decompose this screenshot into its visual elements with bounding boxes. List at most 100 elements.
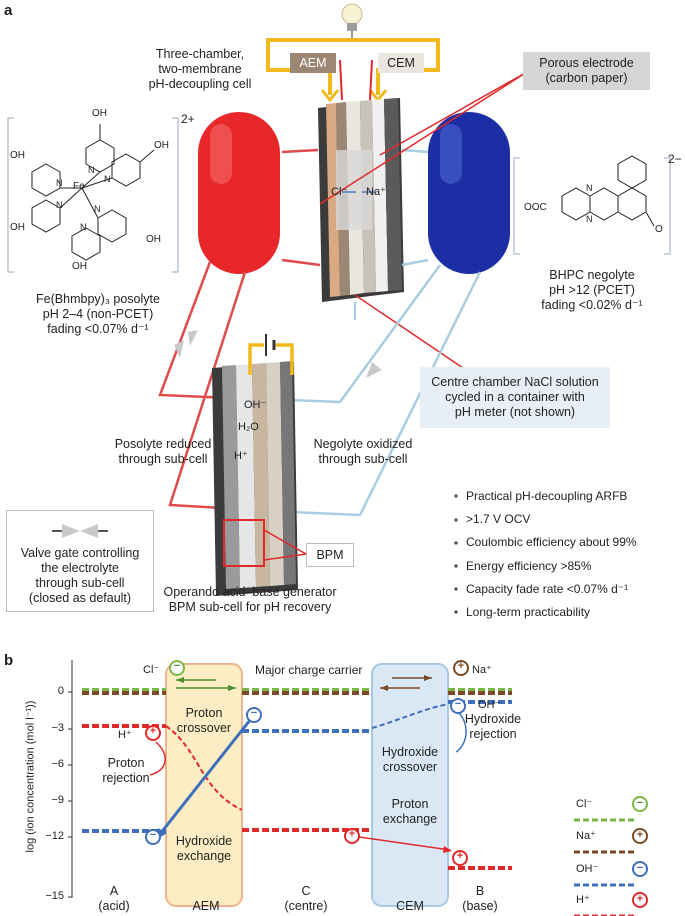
legend-oh: OH⁻	[576, 863, 599, 875]
posolyte-reduced-label: Posolyte reduced through sub-cell	[104, 437, 222, 467]
ion-markers	[145, 660, 469, 866]
generator-line: BPM sub-cell for pH recovery	[168, 600, 332, 614]
y-axis-label: log (ion concentration (mol l⁻¹))	[24, 700, 37, 853]
chem-n6: N	[80, 222, 87, 232]
chem-oh-bottom: OH	[72, 261, 87, 272]
panel-b-letter: b	[4, 652, 14, 669]
region-sub: (base)	[462, 899, 498, 913]
cl-ion-label: Cl⁻	[331, 186, 348, 198]
valve-icon	[174, 330, 382, 378]
region-aem: AEM	[192, 899, 220, 913]
main-cell-stack	[318, 98, 404, 302]
legend-sign-cl: −	[636, 797, 644, 809]
generator-line: Operando acid–base generator	[163, 585, 337, 599]
porous-electrode-label: Porous electrode (carbon paper)	[523, 52, 650, 90]
legend-sign-na: +	[636, 829, 644, 841]
hydroxide-crossover: Hydroxide crossover	[372, 745, 448, 775]
region-c: C (centre)	[276, 884, 336, 914]
feature-item: Long-term practicability	[466, 604, 591, 619]
hplus-label-chart: H⁺	[118, 729, 132, 741]
posolyte-line: Fe(Bhmbpy)₃ posolyte	[36, 292, 160, 306]
chem-n-neg2: N	[586, 214, 593, 224]
h2o-label: H₂O	[238, 421, 259, 433]
region-b: B (base)	[450, 884, 510, 914]
valve-line: (closed as default)	[28, 591, 132, 605]
centre-chamber-line: pH meter (not shown)	[454, 405, 576, 419]
hydroxide-rejection: Hydroxide rejection	[456, 712, 530, 742]
negolyte-oxidized-line: through sub-cell	[318, 452, 408, 466]
sign-h-c: +	[348, 828, 356, 840]
sign-h: +	[149, 725, 157, 737]
valve-line: the electrolyte	[41, 561, 119, 575]
negolyte-oxidized-label: Negolyte oxidized through sub-cell	[304, 437, 422, 467]
posolyte-tank	[198, 112, 280, 274]
centre-chamber-line: cycled in a container with	[445, 390, 585, 404]
negolyte-label: BHPC negolyte pH >12 (PCET) fading <0.02…	[512, 268, 672, 313]
cem-text2-line: exchange	[382, 812, 438, 826]
cem-text-line: crossover	[382, 760, 438, 774]
proton-rejection: Proton rejection	[96, 756, 156, 786]
feature-item: >1.7 V OCV	[466, 512, 531, 527]
features-list: Practical pH-decoupling ARFB >1.7 V OCV …	[466, 489, 681, 628]
chem-oh-bl: OH	[10, 222, 25, 233]
generator-label: Operando acid–base generator BPM sub-cel…	[145, 585, 355, 615]
legend-cl: Cl⁻	[576, 798, 593, 810]
valve-legend-icon	[52, 524, 108, 538]
y-tick: −6	[51, 758, 64, 770]
na-ion-label: Na⁺	[366, 186, 386, 198]
porous-electrode-line: (carbon paper)	[545, 71, 628, 85]
posolyte-label: Fe(Bhmbpy)₃ posolyte pH 2–4 (non-PCET) f…	[8, 292, 188, 337]
valve-line: Valve gate controlling	[20, 546, 140, 560]
chem-oh-right: OH	[154, 140, 169, 151]
region-cem: CEM	[396, 899, 424, 913]
sign-oh-c: −	[250, 707, 258, 719]
region-name: B	[475, 884, 485, 898]
valve-line: through sub-cell	[35, 576, 125, 590]
hydroxide-rejection-line: rejection	[469, 727, 517, 741]
legend-na: Na⁺	[576, 830, 596, 842]
y-tick: −3	[51, 722, 64, 734]
posolyte-reduced-line: through sub-cell	[118, 452, 208, 466]
cem-text2-line: Proton	[391, 797, 429, 811]
aem-label: AEM	[290, 53, 336, 73]
cem-label: CEM	[378, 53, 424, 73]
ohminus-label-chart: OH⁻	[478, 699, 501, 711]
aem-text2-line: Hydroxide	[175, 834, 233, 848]
chem-ooc: OOC	[524, 202, 547, 213]
aem-text2-line: exchange	[176, 849, 232, 863]
negolyte-line: BHPC negolyte	[549, 268, 635, 282]
cl-label-chart: Cl⁻	[143, 664, 160, 676]
feature-item: Energy efficiency >85%	[466, 558, 592, 573]
legend-sign-h: +	[636, 893, 644, 905]
sign-cl: −	[173, 660, 181, 672]
feature-bullets	[454, 494, 458, 614]
chem-n4: N	[56, 200, 63, 210]
chem-oh-br: OH	[146, 234, 161, 245]
chem-o: O	[655, 224, 663, 235]
chem-n2: N	[104, 174, 111, 184]
region-a: A (acid)	[84, 884, 144, 914]
valve-legend-spacer	[7, 511, 153, 546]
panel-a-letter: a	[4, 2, 13, 19]
y-tick: −9	[51, 794, 64, 806]
region-sub: (centre)	[284, 899, 328, 913]
proton-rejection-line: rejection	[102, 771, 150, 785]
cem-text-line: Hydroxide	[381, 745, 439, 759]
negolyte-line: pH >12 (PCET)	[549, 283, 635, 297]
y-tick: 0	[57, 685, 64, 697]
negolyte-line: fading <0.02% d⁻¹	[541, 298, 643, 312]
light-bulb-icon	[341, 3, 363, 40]
posolyte-charge: 2+	[181, 112, 195, 126]
na-label-chart: Na⁺	[472, 664, 492, 676]
bpm-sub-cell	[212, 361, 307, 596]
valve-legend-box: Valve gate controlling the electrolyte t…	[6, 510, 154, 612]
sign-oh-b: −	[454, 698, 462, 710]
negolyte-tank	[428, 112, 510, 274]
region-name: C	[301, 884, 311, 898]
cell-label: Three-chamber, two-membrane pH-decouplin…	[125, 47, 275, 92]
major-carrier-label: Major charge carrier	[255, 663, 363, 677]
chem-n-neg1: N	[586, 183, 593, 193]
sign-na: +	[457, 660, 465, 672]
negolyte-oxidized-line: Negolyte oxidized	[313, 437, 413, 451]
sign-oh-a: −	[149, 829, 157, 841]
